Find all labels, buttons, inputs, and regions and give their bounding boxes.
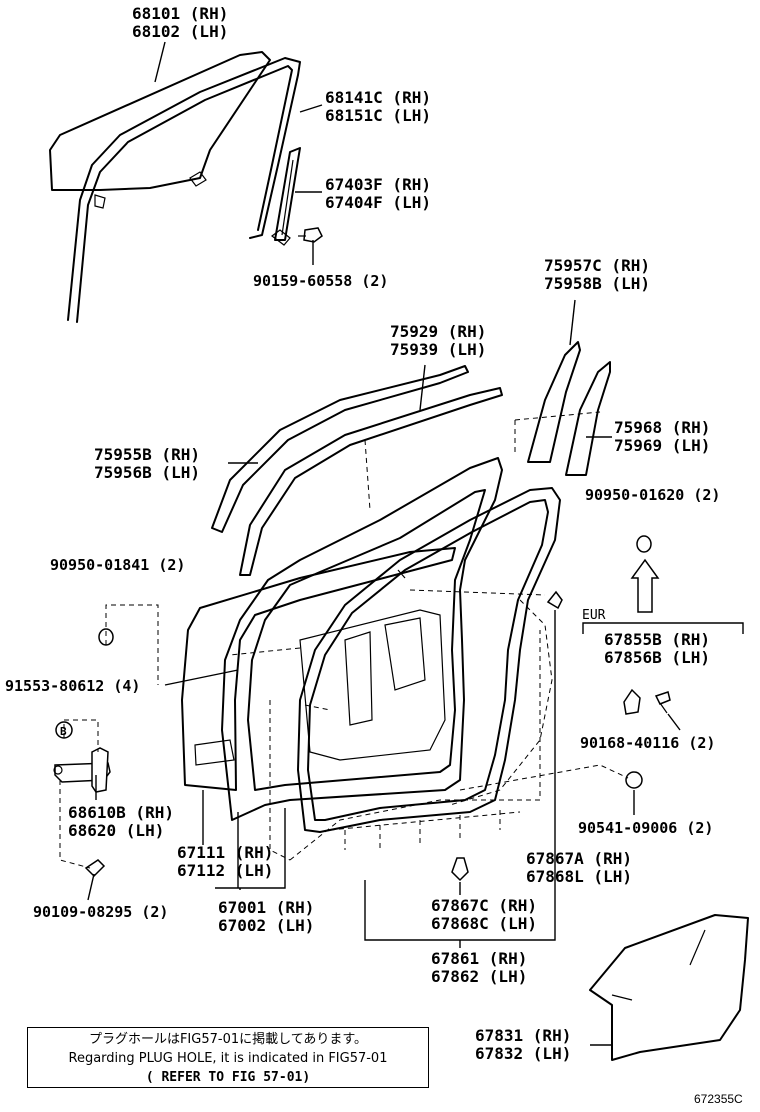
b-marker-label: B <box>60 725 67 738</box>
clip-67855b <box>623 688 641 715</box>
figure-code: 672355C <box>694 1092 743 1106</box>
plug-hole-note: プラグホールはFIG57-01に掲載してあります。 Regarding PLUG… <box>27 1027 429 1088</box>
label-90541: 90541-09006 (2) <box>578 819 714 837</box>
label-90159: 90159-60558 (2) <box>253 272 389 290</box>
label-67404f: 67404F (LH) <box>325 193 431 212</box>
sash-moulding <box>514 341 611 476</box>
label-eur: EUR <box>582 608 606 623</box>
leader-lines <box>87 41 744 1046</box>
label-67867c: 67867C (RH) <box>431 896 537 915</box>
label-68101: 68101 (RH) <box>132 4 229 23</box>
bolt-90109 <box>84 859 106 878</box>
window-frame-sash <box>271 147 301 246</box>
dashed-guides <box>59 439 629 869</box>
label-67112: 67112 (LH) <box>177 861 274 880</box>
label-67001: 67001 (RH) <box>218 898 315 917</box>
label-67111: 67111 (RH) <box>177 843 274 862</box>
door-weatherstrip <box>297 487 561 833</box>
label-75939: 75939 (LH) <box>390 340 487 359</box>
clip-90541 <box>625 771 643 789</box>
bolt-90168 <box>654 691 671 714</box>
label-75958b: 75958B (LH) <box>544 274 650 293</box>
clip-67867c <box>451 857 469 882</box>
bolt-90159 <box>298 227 323 243</box>
label-67861: 67861 (RH) <box>431 949 528 968</box>
label-75956b: 75956B (LH) <box>94 463 200 482</box>
label-67831: 67831 (RH) <box>475 1026 572 1045</box>
label-68610b: 68610B (RH) <box>68 803 174 822</box>
label-68102: 68102 (LH) <box>132 22 229 41</box>
label-67868c: 67868C (LH) <box>431 914 537 933</box>
label-75957c: 75957C (RH) <box>544 256 650 275</box>
label-90168: 90168-40116 (2) <box>580 734 716 752</box>
label-75929: 75929 (RH) <box>390 322 487 341</box>
label-68151c: 68151C (LH) <box>325 106 431 125</box>
label-90109: 90109-08295 (2) <box>33 903 169 921</box>
belt-moulding-outer <box>211 365 503 576</box>
label-67403f: 67403F (RH) <box>325 175 431 194</box>
label-90950-01841: 90950-01841 (2) <box>50 556 186 574</box>
door-panel <box>181 457 503 821</box>
label-68620: 68620 (LH) <box>68 821 165 840</box>
label-75955b: 75955B (RH) <box>94 445 200 464</box>
label-90950-01620: 90950-01620 (2) <box>585 486 721 504</box>
clip-67867a <box>546 590 563 610</box>
label-91553: 91553-80612 (4) <box>5 677 141 695</box>
note-line-english: Regarding PLUG HOLE, it is indicated in … <box>68 1051 388 1066</box>
label-67868l: 67868L (LH) <box>526 867 632 886</box>
door-glass <box>49 51 271 209</box>
note-line-japanese: プラグホールはFIG57-01に掲載してあります。 <box>88 1032 368 1047</box>
glass-run-channel <box>67 57 301 323</box>
label-75969: 75969 (LH) <box>614 436 711 455</box>
up-arrow-icon <box>630 558 660 613</box>
label-67856b: 67856B (LH) <box>604 648 710 667</box>
label-68141c: 68141C (RH) <box>325 88 431 107</box>
label-67862: 67862 (LH) <box>431 967 528 986</box>
door-hinge <box>53 747 111 793</box>
label-67867a: 67867A (RH) <box>526 849 632 868</box>
label-67855b: 67855B (RH) <box>604 630 710 649</box>
plug-90950-01620 <box>636 535 652 553</box>
note-line-refer: ( REFER TO FIG 57-01) <box>145 1070 311 1085</box>
label-75968: 75968 (RH) <box>614 418 711 437</box>
label-67832: 67832 (LH) <box>475 1044 572 1063</box>
service-hole-cover <box>589 914 749 1061</box>
label-67002: 67002 (LH) <box>218 916 315 935</box>
